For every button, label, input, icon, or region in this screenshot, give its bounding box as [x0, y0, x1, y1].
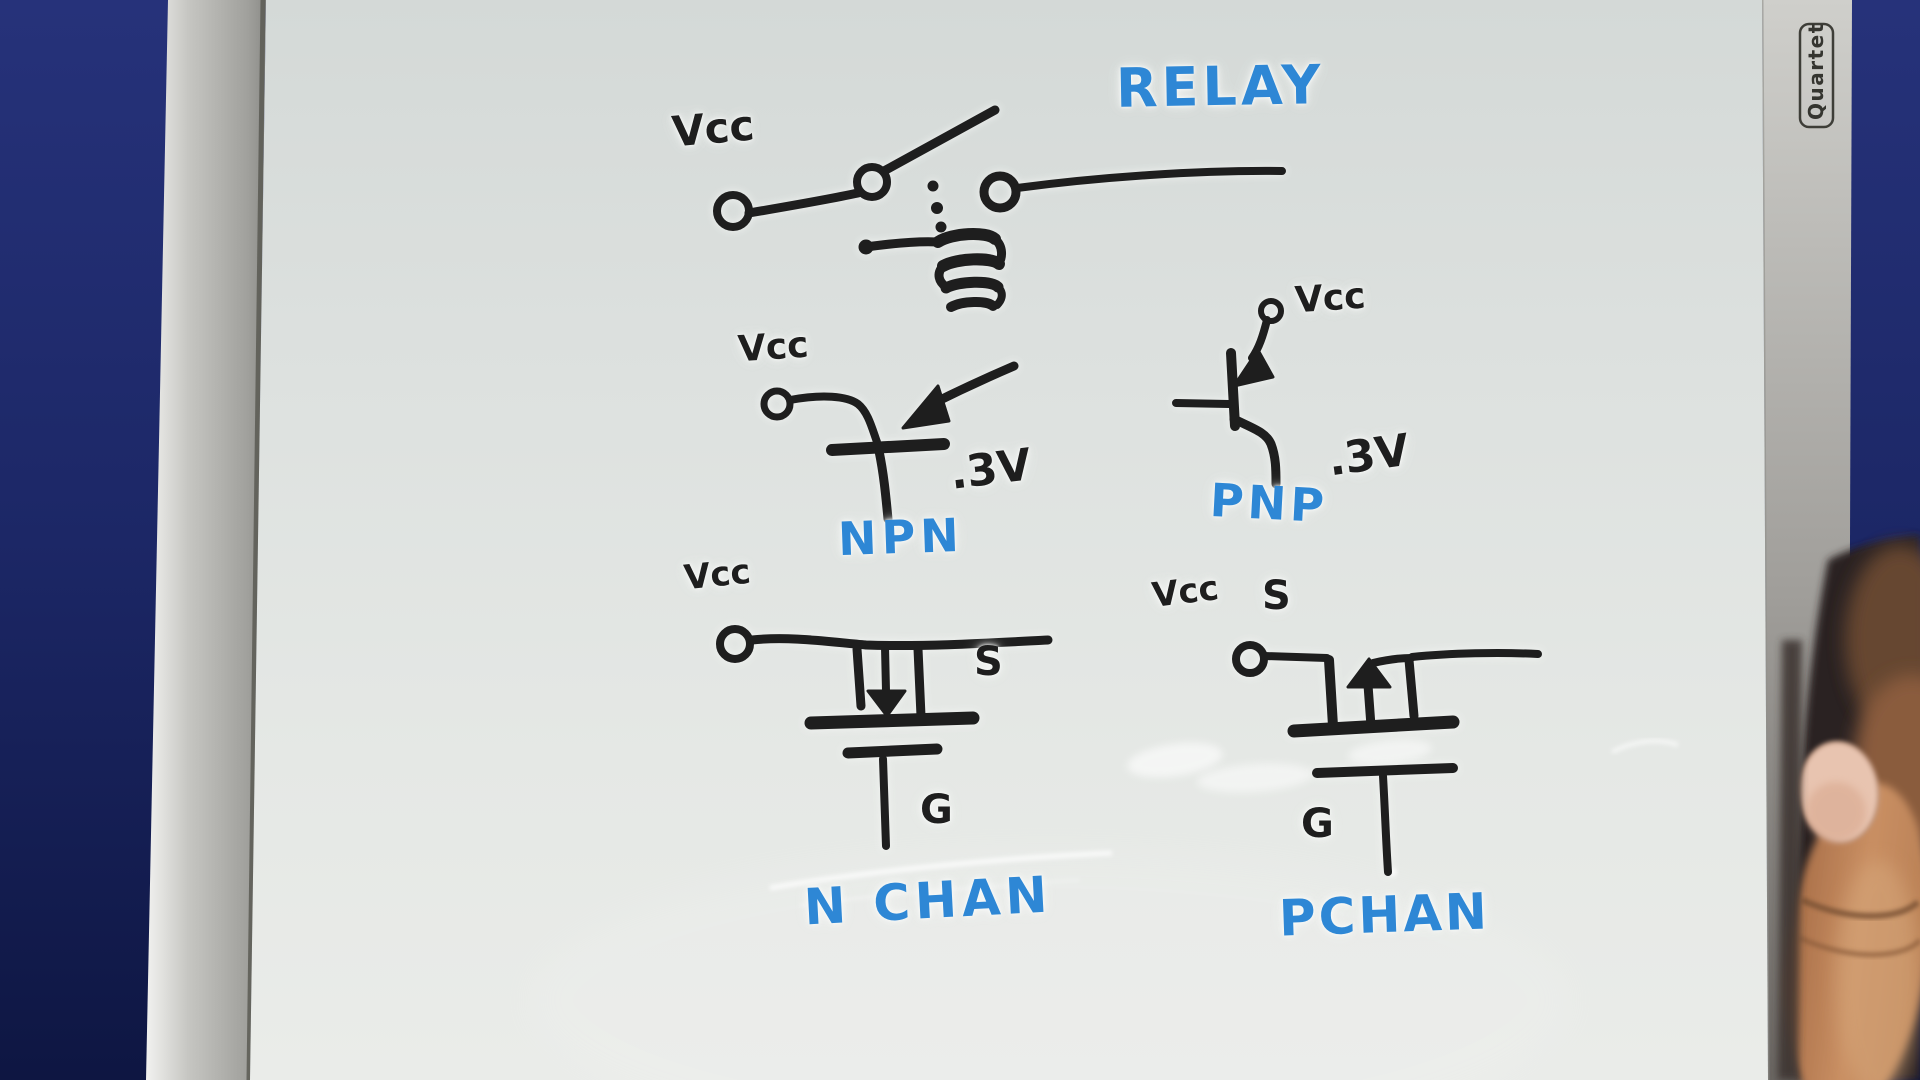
glare-sheen-bottom: [530, 850, 1570, 1080]
pchan-title: PCHAN: [1278, 882, 1491, 948]
quartet-logo: Quartet: [1798, 22, 1835, 129]
frame-thumb-seam: [1778, 640, 1802, 1080]
relay-vcc-label: Vcc: [669, 100, 757, 157]
npn-vcc-label: Vcc: [736, 324, 810, 371]
hand: [1778, 535, 1920, 1080]
glare-patch-2: [1197, 763, 1313, 793]
quartet-logo-border: [1798, 22, 1835, 129]
glare-scratch-right: [1610, 738, 1679, 755]
nchan-gate-label: G: [920, 787, 953, 833]
thumb-crease-2: [1798, 935, 1920, 958]
frame-left-inner-edge: [246, 0, 266, 1080]
relay-title: RELAY: [1115, 53, 1326, 120]
whiteboard-frame-left: [146, 0, 266, 1080]
pchan-source-label: S: [1262, 573, 1291, 619]
pchan-gate-label: G: [1301, 801, 1334, 847]
thumb-crease-1: [1800, 897, 1920, 919]
npn-title: NPN: [837, 507, 965, 567]
thumb-nail-shade: [1806, 782, 1866, 842]
glare-patch-3: [1348, 739, 1432, 765]
quartet-logo-text: Quartet: [1804, 22, 1828, 120]
glare-patch-1: [1127, 742, 1223, 778]
nchan-source-label: S: [974, 639, 1003, 685]
pchan-vcc-label: Vcc: [1149, 568, 1221, 616]
npn-voltage-label: .3V: [947, 439, 1035, 500]
pnp-voltage-label: .3V: [1324, 424, 1413, 487]
pnp-vcc-label: Vcc: [1293, 275, 1367, 322]
glare-streak-nchan: [769, 850, 1113, 891]
nchan-vcc-label: Vcc: [682, 551, 753, 599]
frame-left-strip: [146, 0, 266, 1080]
glare-streak-nchan-2: [799, 878, 1081, 907]
board-glare: [530, 738, 1679, 1080]
pnp-title: PNP: [1208, 472, 1330, 534]
nchan-title: N CHAN: [802, 865, 1054, 937]
